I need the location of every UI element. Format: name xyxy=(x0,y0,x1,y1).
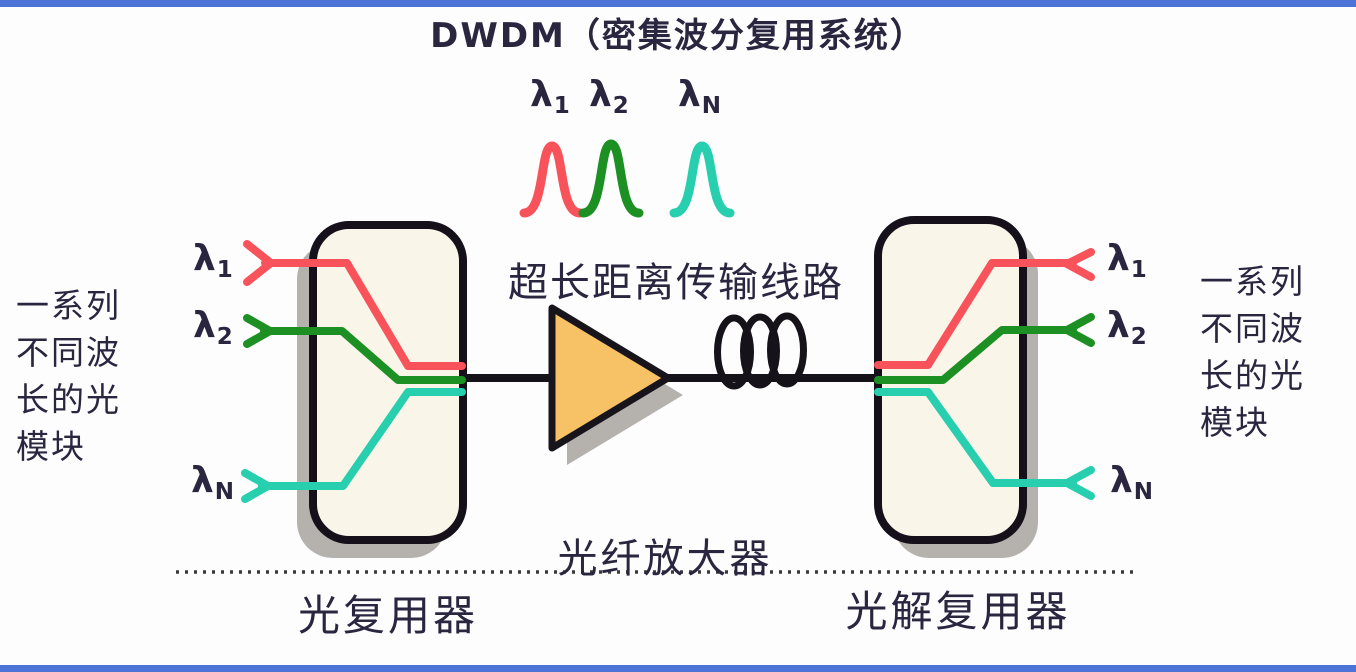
mux-label: 光复用器 xyxy=(297,591,478,640)
lambda2-path-left xyxy=(260,327,466,384)
lambdaN-label-right: λN xyxy=(1110,460,1154,505)
lambda2-label-right: λ2 xyxy=(1107,305,1147,350)
lambda2-fork-right xyxy=(1063,313,1095,347)
top-accent-bar xyxy=(0,0,1356,7)
lambda2-label-top: λ2 xyxy=(589,74,629,119)
lambda1-label-right: λ1 xyxy=(1107,238,1147,283)
pulse-lambdaN xyxy=(669,141,735,218)
pulse-lambda1 xyxy=(519,141,585,218)
lambda1-label-left: λ1 xyxy=(193,238,233,283)
pulse-group xyxy=(519,139,735,218)
module-note-right: 一系列 不同波 长的光 模块 xyxy=(1200,262,1305,442)
lambda2-path-right xyxy=(874,326,1077,384)
fiber-coil xyxy=(714,312,807,390)
lambdaN-path-right xyxy=(874,388,1077,487)
page-title: DWDM（密集波分复用系统） xyxy=(430,16,926,56)
lambda1-fork-right xyxy=(1063,248,1095,281)
lambda2-label-left: λ2 xyxy=(193,305,233,350)
lambda1-path-right xyxy=(874,259,1077,369)
bottom-accent-bar xyxy=(0,665,1356,672)
demux-label: 光解复用器 xyxy=(845,587,1071,636)
lambdaN-label-top: λN xyxy=(678,74,722,119)
lambdaN-path-left xyxy=(258,388,466,490)
lambda1-path-left xyxy=(261,259,466,370)
lambdaN-fork-right xyxy=(1063,466,1095,500)
transmission-line-label: 超长距离传输线路 xyxy=(508,260,844,306)
lambdaN-label-left: λN xyxy=(191,460,235,505)
lambda1-label-top: λ1 xyxy=(530,74,570,119)
amplifier-triangle xyxy=(548,304,672,452)
demux-output-lines xyxy=(874,248,1095,500)
fiber-amplifier-label: 光纤放大器 xyxy=(557,536,773,582)
pulse-lambda2 xyxy=(578,139,644,218)
mux-input-lines xyxy=(241,240,466,503)
module-note-left: 一系列 不同波 长的光 模块 xyxy=(16,286,121,466)
